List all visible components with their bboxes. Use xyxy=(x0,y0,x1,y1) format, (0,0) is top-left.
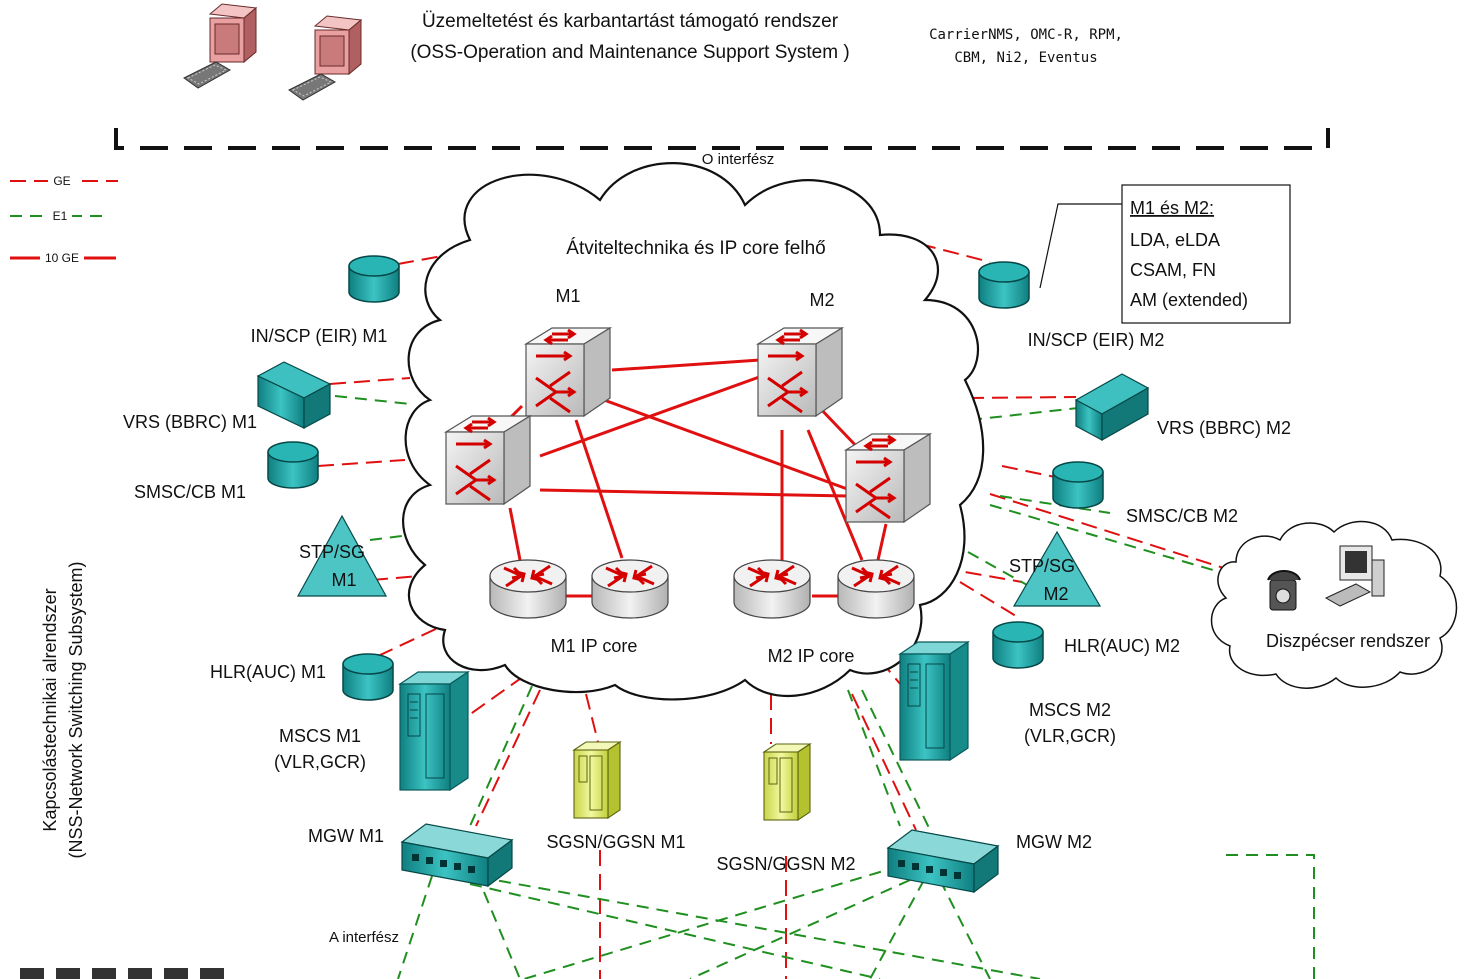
infobox-line: AM (extended) xyxy=(1130,290,1248,310)
stp-m2-icon xyxy=(1012,530,1102,607)
hlr-m2-label: HLR(AUC) M2 xyxy=(1064,636,1180,656)
stp-m2-label-b: M2 xyxy=(1043,584,1068,604)
dispatcher-label: Diszpécser rendszer xyxy=(1266,631,1430,651)
stp-m1-label-b: M1 xyxy=(331,570,356,590)
server-icon xyxy=(573,741,621,819)
nss-label-line2: (NSS-Network Switching Subsystem) xyxy=(66,561,86,858)
legend: GE E1 10 GE xyxy=(10,172,118,266)
vrs-m2-label: VRS (BBRC) M2 xyxy=(1157,418,1291,438)
mscs-m2-label-a: MSCS M2 xyxy=(1029,700,1111,720)
infobox-heading: M1 és M2: xyxy=(1130,198,1214,218)
database-icon xyxy=(348,255,400,303)
database-icon xyxy=(1052,461,1104,509)
switch-m1b-icon xyxy=(444,414,532,506)
stp-m2-label-a: STP/SG xyxy=(1009,556,1075,576)
m1-ip-core-label: M1 IP core xyxy=(551,636,638,656)
infobox-heading-colon: : xyxy=(1209,198,1214,218)
database-icon xyxy=(992,621,1044,669)
nss-label-line1: Kapcsolástechnikai alrendszer xyxy=(40,588,60,831)
media-gateway-icon xyxy=(401,823,513,887)
vrs-m2-icon xyxy=(1074,373,1150,442)
ten-ge-mesh xyxy=(506,358,888,598)
keyboard-fragment-icon xyxy=(20,968,224,979)
stp-m1-icon xyxy=(296,514,388,597)
a-interface-label: A interfész xyxy=(329,929,399,946)
mgw-m2-label: MGW M2 xyxy=(1016,832,1092,852)
oss-workstations xyxy=(183,3,362,101)
infobox-line: LDA, eLDA xyxy=(1130,230,1220,250)
switch-m2a-icon xyxy=(756,326,844,418)
m2-ip-core-label: M2 IP core xyxy=(768,646,855,666)
oss-systems-line1: CarrierNMS, OMC-R, RPM, xyxy=(929,27,1123,43)
router-m1a-icon xyxy=(488,558,568,620)
server-rack-icon xyxy=(399,671,469,791)
legend-10ge-label: 10 GE xyxy=(45,251,79,265)
vrs-m1-label: VRS (BBRC) M1 xyxy=(123,412,257,432)
dispatcher-cloud xyxy=(1210,520,1458,689)
oss-title-line2: (OSS-Operation and Maintenance Support S… xyxy=(410,42,849,63)
switch-m2b-icon xyxy=(844,432,932,524)
sgsn-m1-label: SGSN/GGSN M1 xyxy=(546,832,685,852)
database-icon xyxy=(267,441,319,489)
o-interface-line xyxy=(114,128,1330,150)
o-interface-label: O interfész xyxy=(702,151,775,168)
cloud-m2-label: M2 xyxy=(809,290,834,310)
server-icon xyxy=(763,743,811,821)
infobox-heading-text: M1 és M2 xyxy=(1130,198,1209,218)
oss-title-line1: Üzemeltetést és karbantartást támogató r… xyxy=(422,11,839,32)
computer-icon xyxy=(1324,545,1385,607)
callout-line xyxy=(1039,203,1122,289)
smsc-m1-label: SMSC/CB M1 xyxy=(134,482,246,502)
legend-ge-label: GE xyxy=(53,174,70,188)
hlr-m1-label: HLR(AUC) M1 xyxy=(210,662,326,682)
router-m1b-icon xyxy=(590,558,670,620)
oss-pc-icon xyxy=(288,15,362,101)
smsc-m2-label: SMSC/CB M2 xyxy=(1126,506,1238,526)
database-icon xyxy=(978,261,1030,309)
nss-side-label: Kapcsolástechnikai alrendszer (NSS-Netwo… xyxy=(40,561,86,858)
mgw-m1-label: MGW M1 xyxy=(308,826,384,846)
in-scp-m2-label: IN/SCP (EIR) M2 xyxy=(1028,330,1165,350)
mscs-m1-label-a: MSCS M1 xyxy=(279,726,361,746)
e1-links xyxy=(334,395,1315,979)
in-scp-m1-label: IN/SCP (EIR) M1 xyxy=(251,326,388,346)
sgsn-m2-label: SGSN/GGSN M2 xyxy=(716,854,855,874)
switch-m1a-icon xyxy=(524,326,612,418)
oss-pc-icon xyxy=(183,3,257,89)
mscs-m1-label-b: (VLR,GCR) xyxy=(274,752,366,772)
cloud-title: Átviteltechnika és IP core felhő xyxy=(566,238,825,259)
database-icon xyxy=(342,653,394,701)
infobox-line: CSAM, FN xyxy=(1130,260,1216,280)
infobox xyxy=(1121,184,1291,324)
cloud-m1-label: M1 xyxy=(555,286,580,306)
oss-systems-line2: CBM, Ni2, Eventus xyxy=(954,50,1097,66)
mscs-m2-label-b: (VLR,GCR) xyxy=(1024,726,1116,746)
router-m2b-icon xyxy=(836,558,916,620)
vrs-m1-icon xyxy=(256,361,332,430)
router-m2a-icon xyxy=(732,558,812,620)
server-rack-icon xyxy=(899,641,969,761)
telephone-icon xyxy=(1267,570,1301,611)
stp-m1-label-a: STP/SG xyxy=(299,542,365,562)
legend-e1-label: E1 xyxy=(53,209,68,223)
